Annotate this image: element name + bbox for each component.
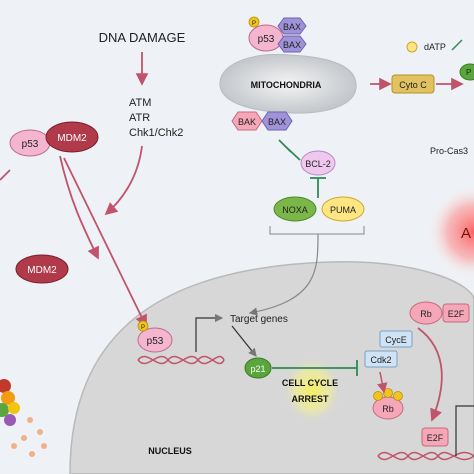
proteasome-cluster <box>0 379 47 457</box>
cyce-node <box>379 330 413 348</box>
e2f-node-bottom <box>421 427 449 447</box>
arrest-label-1: CELL CYCLE <box>282 378 338 388</box>
rb-node-top <box>409 301 443 325</box>
pro-cas3-label: Pro-Cas3 <box>430 146 468 156</box>
p-label-right: P <box>466 68 471 77</box>
arrow-complex-to-mdm2 <box>59 155 99 260</box>
bak-bax-complex: BAK BAX <box>231 111 293 131</box>
p53-label-nuclear: p53 <box>147 336 164 347</box>
apaf-node-partial <box>459 63 474 81</box>
rb-label-phospho: Rb <box>382 404 394 414</box>
bak-label: BAK <box>238 117 256 127</box>
edge-left <box>0 169 11 181</box>
bcl2-label: BCL-2 <box>305 159 331 169</box>
arrow-complex-to-nuclear-p53 <box>63 157 147 328</box>
arrow-cdk2-to-rb <box>377 371 388 394</box>
arrow-kinases-to-branch <box>104 145 143 216</box>
e2f-node-top <box>442 303 470 323</box>
puma-label: PUMA <box>330 205 356 215</box>
mdm2-label-left: MDM2 <box>57 133 87 144</box>
target-genes-label: Target genes <box>230 314 288 325</box>
apoptosis-label-partial: A <box>461 225 471 242</box>
arrest-label-2: ARREST <box>291 394 329 404</box>
arrow-target-genes-to-noxa-puma <box>248 233 319 316</box>
p21-label: p21 <box>250 364 265 374</box>
mdm2-node-free <box>15 254 69 284</box>
arrow-rb-e2f-release <box>417 327 443 422</box>
cdk2-node <box>364 350 398 368</box>
dna-damage-label: DNA DAMAGE <box>99 30 186 45</box>
dna-helix-2b <box>377 451 474 461</box>
apoptosis-glow <box>426 184 474 280</box>
kinase-atr: ATR <box>129 112 150 124</box>
rb-label-top: Rb <box>420 309 432 319</box>
noxa-puma-bracket <box>269 226 365 235</box>
p53-node-nuclear <box>137 327 173 353</box>
bax-label-3: BAX <box>268 117 286 127</box>
datp-label: dATP <box>424 42 446 52</box>
phospho-rb-2 <box>383 388 393 398</box>
p53-bax-complex: p53 P BAX BAX <box>248 16 307 53</box>
datp-node <box>406 41 418 53</box>
mdm2-label-free: MDM2 <box>27 265 57 276</box>
mdm2-node-left <box>45 121 99 153</box>
bax-label-1: BAX <box>283 22 301 32</box>
mitochondria-label: MITOCHONDRIA <box>251 80 322 90</box>
phospho-rb-1 <box>373 391 383 401</box>
kinase-atm: ATM <box>129 97 151 109</box>
arrow-promoter <box>195 313 224 352</box>
edge-datp <box>451 39 463 51</box>
arrow-to-p21 <box>231 325 257 357</box>
p53-label-top: p53 <box>258 34 275 45</box>
p53-label-left: p53 <box>22 139 39 150</box>
puma-node <box>321 196 365 222</box>
cdk2-label: Cdk2 <box>370 355 391 365</box>
bax-label-2: BAX <box>283 40 301 50</box>
arrest-glow <box>282 356 342 424</box>
arrow-e2f-promoter <box>455 405 474 456</box>
noxa-label: NOXA <box>282 205 308 215</box>
mitochondria <box>219 53 357 114</box>
phospho-nuclear <box>137 320 149 332</box>
kinase-chk: Chk1/Chk2 <box>129 127 183 139</box>
cyto-c-label: Cyto C <box>399 80 427 90</box>
nucleus-label: NUCLEUS <box>148 446 192 456</box>
noxa-node <box>273 196 317 222</box>
e2f-label-bottom: E2F <box>427 433 444 443</box>
e2f-label-top: E2F <box>448 309 465 319</box>
phospho-rb-3 <box>393 391 403 401</box>
p21-node <box>244 357 272 379</box>
inhibit-bcl2-to-bakbax <box>278 139 301 161</box>
p-label-top: P <box>252 21 256 27</box>
dna-helix-1b <box>137 355 225 365</box>
cyto-c-node <box>391 74 435 94</box>
p-label-nuclear: P <box>141 325 145 331</box>
bcl2-node <box>300 150 336 176</box>
cyce-label: CycE <box>385 335 407 345</box>
